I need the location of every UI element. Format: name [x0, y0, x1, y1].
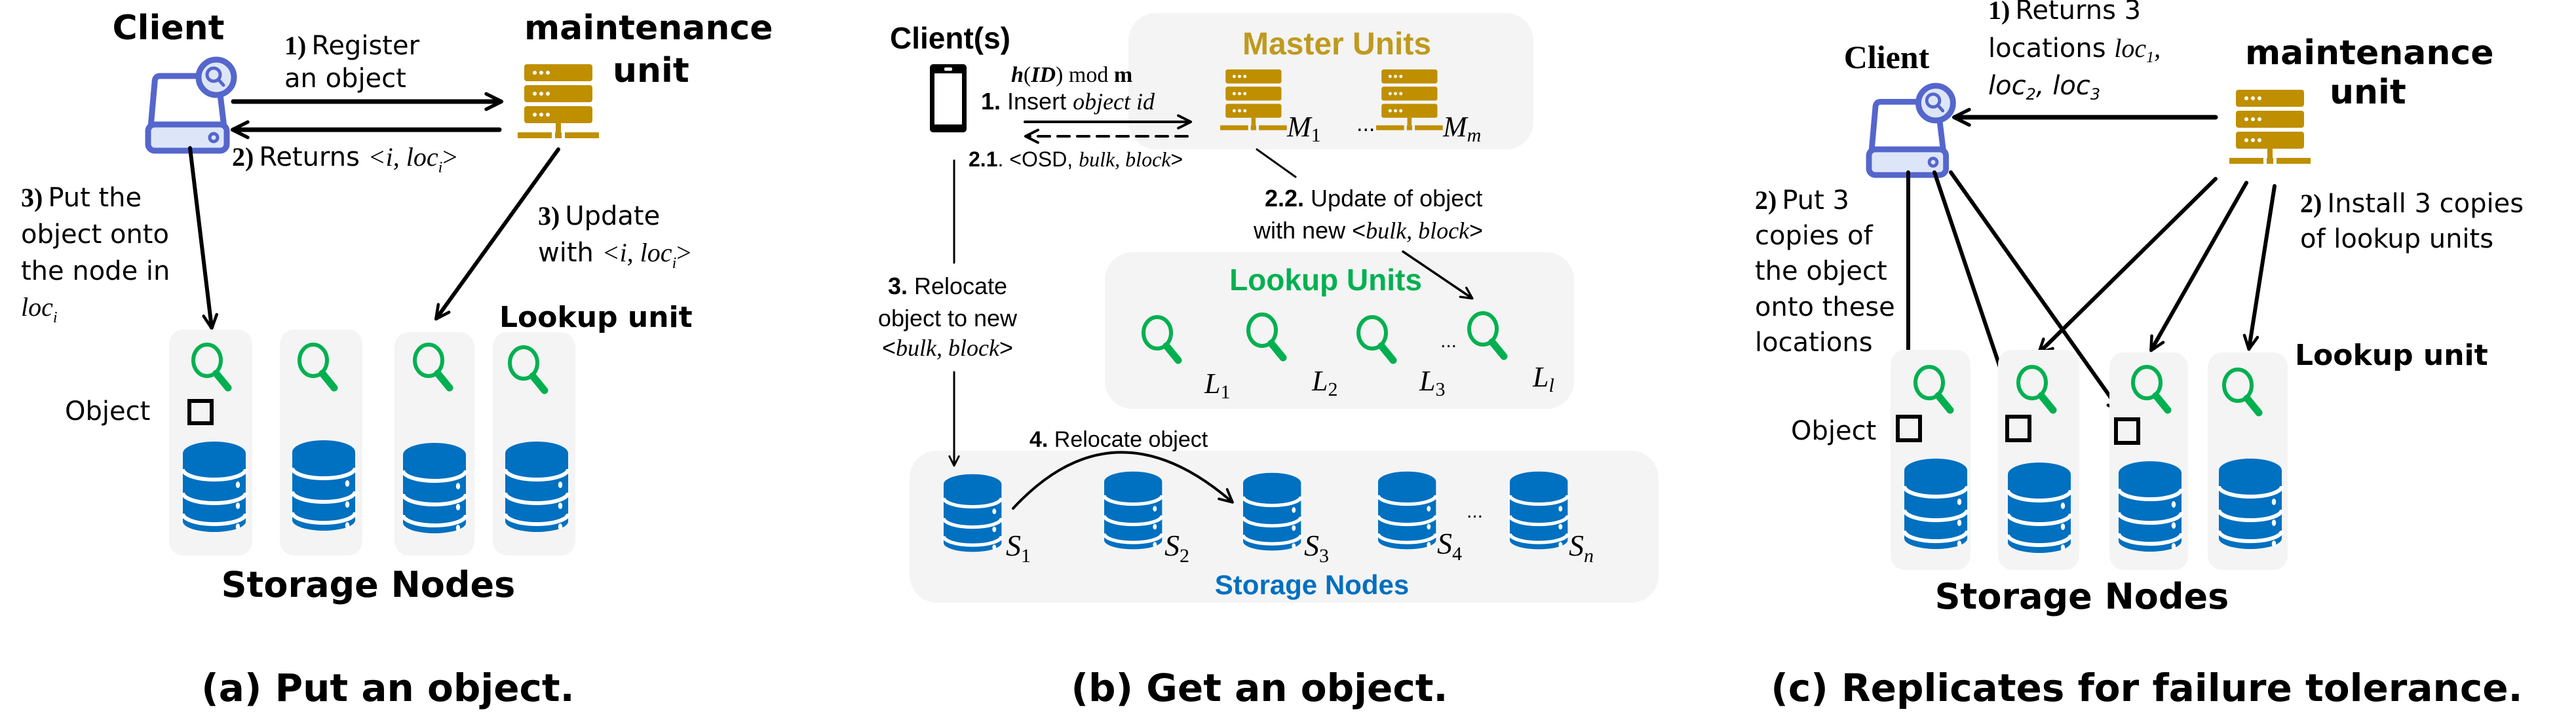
object-icon: [2114, 417, 2140, 445]
database-icon: [2008, 463, 2071, 553]
arrow-update-lookup: [434, 147, 560, 321]
step2-install-label: 2)Install 3 copies: [2300, 189, 2524, 219]
clients-label: Client(s): [890, 21, 1010, 55]
step1-insert-label: 1. Insert object id: [981, 88, 1155, 115]
object-icon: [187, 399, 214, 425]
lookup-ellipsis: ...: [1440, 330, 1457, 352]
database-icon-s3: [1243, 473, 1301, 551]
lookup-label-l1: L1: [1204, 368, 1230, 403]
lookup-unit-label-c: Lookup unit: [2295, 339, 2488, 372]
step21-label: 2.1. <OSD, bulk, block>: [969, 147, 1183, 171]
database-icon: [2119, 461, 2182, 552]
object-label-c: Object: [1791, 416, 1876, 446]
step3-put-label-line3: the node in: [21, 256, 170, 286]
step3-update-label-line2: with <i, loci>: [538, 238, 691, 272]
maintenance-label-c: maintenance: [2245, 33, 2493, 73]
step22-label: 2.2. Update of object: [1265, 185, 1482, 212]
step1-returns-label-line3: loc2, loc3: [1988, 71, 2100, 104]
arrow-install-lookup-3: [2242, 184, 2277, 351]
arrow-put-object: [188, 146, 219, 330]
object-label: Object: [65, 396, 150, 426]
step2-install-label-line2: of lookup units: [2300, 224, 2493, 254]
step3-relocate-label: 3. Relocate: [888, 273, 1007, 299]
step2-put-label-line5: locations: [1755, 328, 1873, 358]
database-icon: [403, 443, 466, 533]
lookup-label-l3: L3: [1419, 365, 1445, 400]
server-icon: [518, 64, 599, 138]
client-icon: [148, 60, 234, 151]
arrow-relocate-object-curve: [1012, 451, 1234, 510]
step2-put-label-line3: the object: [1755, 256, 1887, 286]
step3-put-label: 3)Put the: [21, 183, 142, 213]
master-units-label: Master Units: [1242, 27, 1431, 62]
storage-nodes-label-b: Storage Nodes: [1215, 569, 1409, 600]
lookup-units-box: [1105, 252, 1574, 409]
arrow-put-copy-3: [1949, 170, 2123, 414]
database-icon-s1: [944, 474, 1001, 552]
step2-put-label-line4: onto these: [1755, 292, 1895, 322]
caption-c: (c) Replicates for failure tolerance.: [1771, 666, 2522, 710]
database-icon: [1904, 459, 1967, 549]
storage-nodes-label-c: Storage Nodes: [1935, 576, 2229, 617]
storage-label-s1: S1: [1006, 529, 1031, 567]
step4-relocate-label: 4. Relocate object: [1029, 427, 1208, 452]
database-icon-sn: [1510, 472, 1567, 550]
client-icon-c: [1869, 86, 1953, 175]
client-label: Client: [113, 9, 225, 48]
maintenance-unit-label: unit: [613, 51, 689, 90]
lookup-units-label: Lookup Units: [1229, 263, 1422, 297]
panel-c: Client 1)Returns 3 locations loc1, loc2,…: [1755, 0, 2524, 710]
lookup-label-ll: Ll: [1532, 361, 1554, 396]
database-icon: [2219, 459, 2282, 549]
caption-a: (a) Put an object.: [201, 666, 574, 710]
object-icon: [1896, 415, 1922, 442]
step22-label-line2: with new <bulk, block>: [1253, 217, 1483, 244]
step3-relocate-label-line2: object to new: [878, 305, 1018, 332]
maintenance-label: maintenance: [524, 9, 773, 48]
database-icon: [505, 442, 568, 532]
caption-b: (b) Get an object.: [1071, 666, 1448, 710]
storage-label-sn: Sn: [1569, 529, 1594, 567]
step3-put-label-line4: loci: [21, 292, 58, 326]
master-label-m1: M1: [1286, 111, 1321, 146]
client-label-c: Client: [1844, 39, 1930, 75]
lookup-unit-label: Lookup unit: [499, 301, 693, 334]
master-label-mm: Mm: [1442, 111, 1481, 146]
storage-label-s4: S4: [1437, 527, 1462, 565]
step3-put-label-line2: object onto: [21, 219, 169, 250]
arrow-install-lookup-1: [2037, 177, 2218, 355]
step3-update-label: 3)Update: [538, 201, 660, 231]
object-icon: [2005, 415, 2031, 442]
step2-returns-label: 2)Returns <i, loci>: [232, 142, 457, 176]
step1-returns-label: 1)Returns 3: [1988, 0, 2141, 26]
master-ellipsis: ...: [1356, 111, 1375, 136]
storage-label-s3: S3: [1304, 529, 1329, 567]
step2-put-label: 2)Put 3: [1755, 185, 1849, 216]
step1-register-label: 1)Register: [284, 31, 420, 61]
line-update-lookup-start: [1256, 148, 1297, 178]
step3-relocate-label-line3: <bulk, block>: [882, 334, 1013, 361]
panel-a: Client maintenance unit 1)Register an ob…: [21, 9, 773, 710]
maintenance-unit-label-c: unit: [2330, 73, 2406, 112]
arrow-update-lookup: [1402, 250, 1474, 300]
step2-put-label-line2: copies of: [1755, 221, 1874, 251]
database-icon-s4: [1378, 472, 1436, 550]
step1-register-label-line2: an object: [284, 64, 406, 94]
server-icon-c: [2229, 90, 2311, 164]
storage-label-s2: S2: [1164, 529, 1189, 567]
database-icon-s2: [1104, 472, 1162, 550]
arrow-install-lookup-2: [2149, 181, 2248, 352]
storage-ellipsis: ...: [1467, 501, 1483, 522]
lookup-label-l2: L2: [1311, 365, 1337, 400]
database-icon: [183, 442, 246, 532]
panel-b: Client(s) Master Units M1 ... Mm h(ID) m…: [878, 13, 1659, 710]
database-icon: [292, 440, 355, 531]
storage-nodes-label: Storage Nodes: [221, 564, 516, 605]
smartphone-icon: [930, 64, 967, 132]
step1-returns-label-line2: locations loc1,: [1988, 33, 2161, 66]
hash-formula: h(ID) mod m: [1011, 63, 1132, 87]
